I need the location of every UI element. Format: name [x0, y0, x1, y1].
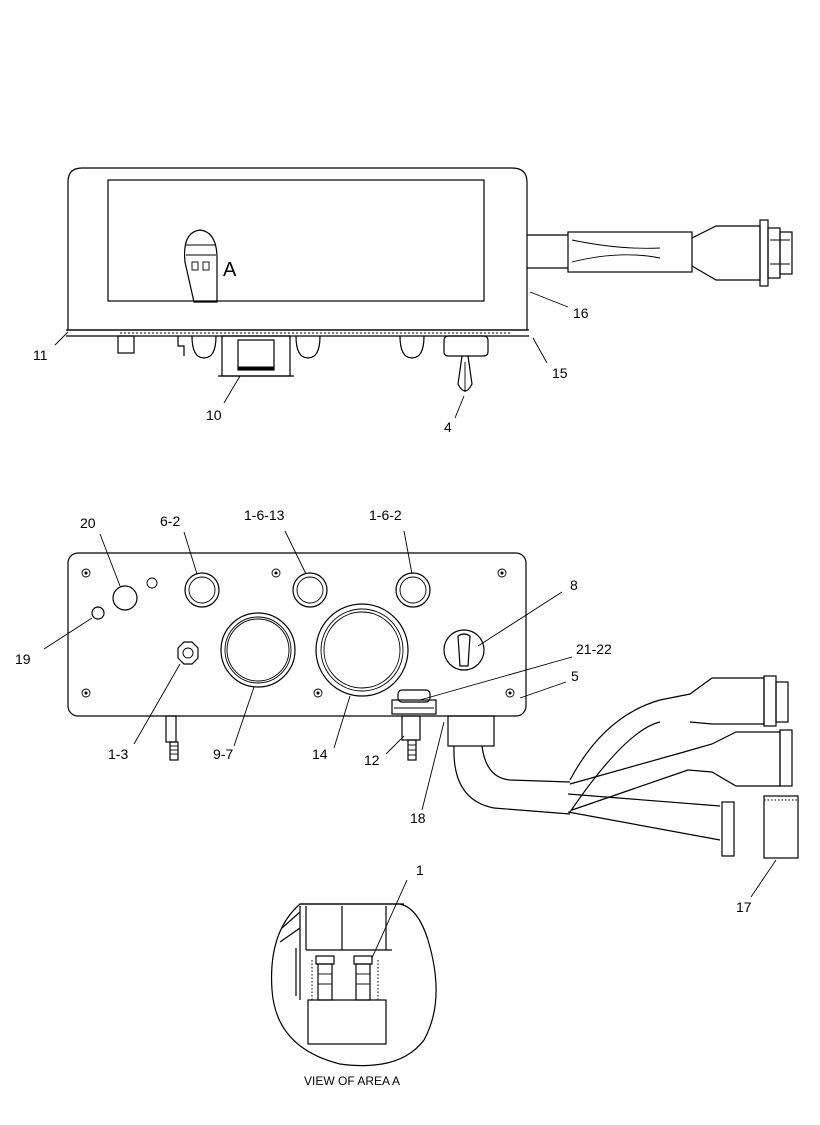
callout-10: 10: [206, 407, 222, 423]
detail-circle: [270, 903, 437, 1067]
small-gauge-1-6-2: [395, 572, 431, 608]
callout-15: 15: [552, 365, 568, 381]
callout-20: 20: [80, 515, 96, 531]
bottom-components: [117, 335, 489, 392]
front-view: 20 6-2 1-6-13 1-6-2 8 21-22 5 19 1-3 9-7…: [15, 507, 799, 915]
display-window: [107, 179, 485, 302]
housing-outline: [67, 167, 528, 331]
detail-view: 1 VIEW OF AREA A: [270, 862, 437, 1088]
callout-12: 12: [364, 752, 380, 768]
connector-21-22: [391, 689, 437, 715]
cable-harness-top: [527, 219, 793, 287]
panel-outline: [67, 552, 527, 717]
gauge-9-7: [220, 612, 296, 688]
callout-1-6-13: 1-6-13: [244, 507, 285, 523]
callout-1-6-2: 1-6-2: [369, 507, 402, 523]
switch-1-3: [177, 641, 199, 665]
callout-21-22: 21-22: [576, 641, 612, 657]
detail-fasteners: [311, 955, 379, 1001]
detail-marker-letter: A: [223, 259, 237, 281]
callout-18: 18: [410, 810, 426, 826]
studs: [165, 715, 421, 761]
indicator-19: [91, 606, 105, 620]
key-switch-8: [443, 629, 485, 671]
lamp-20: [112, 585, 138, 611]
small-gauge-1-6-13: [292, 572, 328, 608]
callout-5: 5: [571, 668, 579, 684]
detail-caption: VIEW OF AREA A: [304, 1074, 400, 1088]
small-gauge-6-2: [184, 572, 220, 608]
callout-14: 14: [312, 746, 328, 762]
callout-1: 1: [416, 862, 424, 878]
mounting-screws: [81, 568, 515, 698]
gauge-14: [315, 603, 409, 697]
callout-1-3: 1-3: [108, 746, 128, 762]
detail-a-marker: A: [183, 229, 237, 303]
callout-8: 8: [570, 577, 578, 593]
callout-4: 4: [444, 419, 452, 435]
callout-11: 11: [33, 347, 48, 363]
cable-harness-front: [447, 675, 799, 859]
callout-9-7: 9-7: [213, 746, 233, 762]
callout-6-2: 6-2: [160, 513, 180, 529]
callout-19: 19: [15, 651, 31, 667]
callout-17: 17: [736, 899, 752, 915]
callout-16: 16: [573, 305, 589, 321]
top-view: A: [33, 167, 793, 435]
